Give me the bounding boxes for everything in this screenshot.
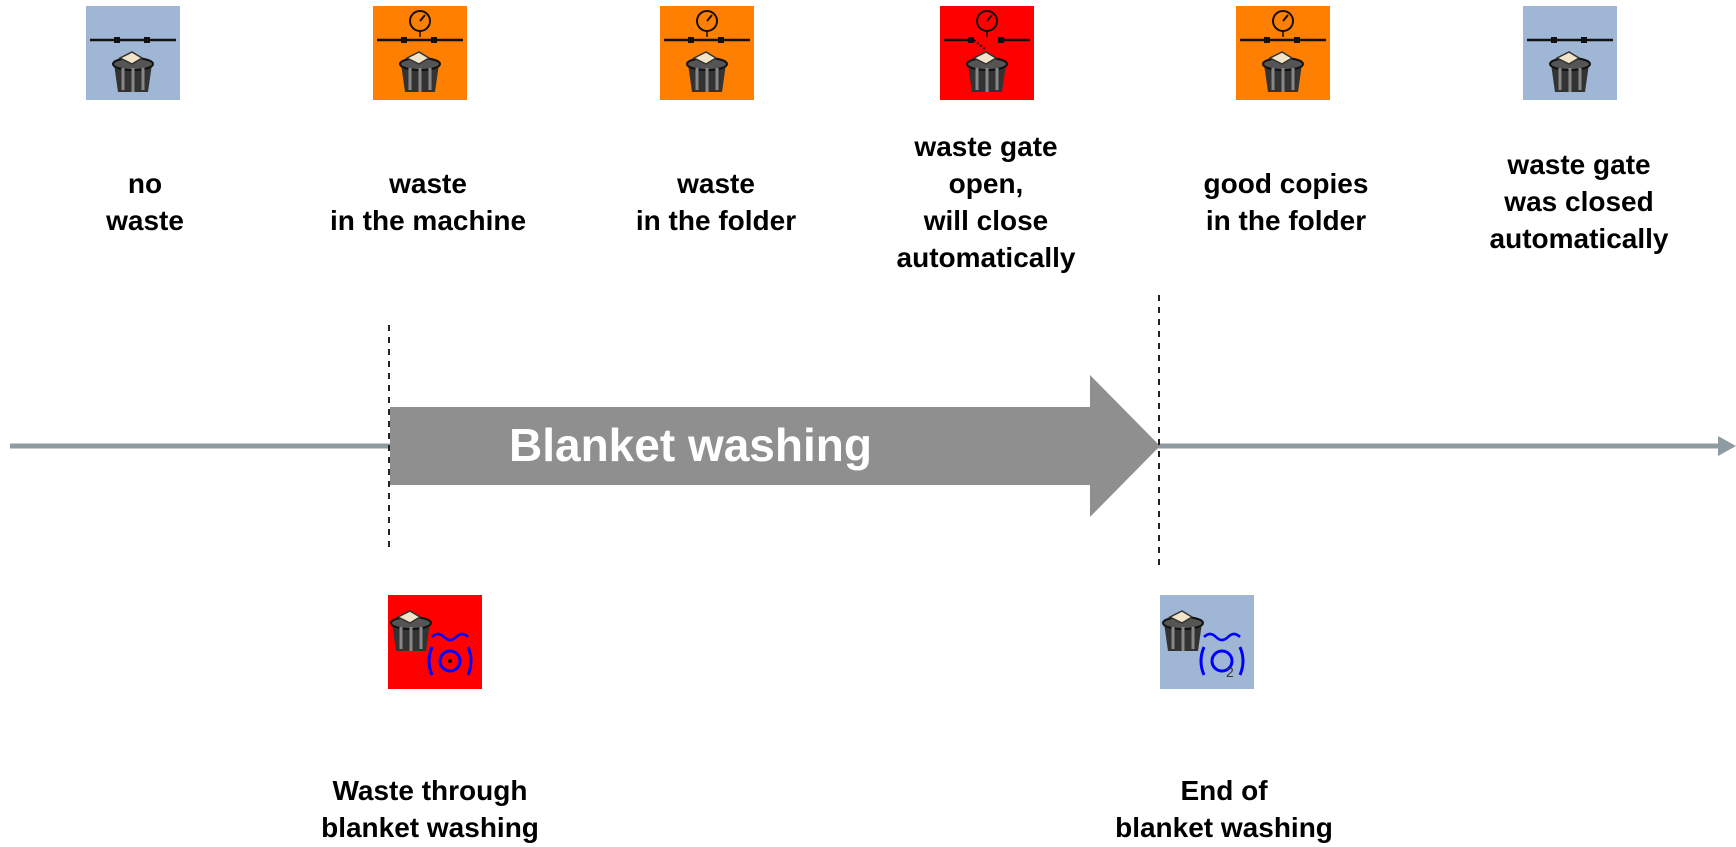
state-label-line: will close [923, 205, 1049, 236]
state-label-line: automatically [1489, 223, 1669, 254]
waste-bin-clock-icon [660, 6, 754, 100]
blanket-wash-end-icon: 2 [1160, 595, 1254, 689]
state-label-line: waste [389, 168, 467, 199]
state-label-line: in the folder [635, 205, 797, 236]
state-label-line: in the folder [1205, 205, 1367, 236]
waste-bin-clock-icon [373, 6, 467, 100]
state-label-waste-in-folder: waste in the folder [636, 165, 796, 239]
state-label-line: in the machine [329, 205, 527, 236]
svg-text:2: 2 [1226, 664, 1234, 680]
state-label-waste-gate-closed: waste gate was closed automatically [1490, 146, 1669, 257]
waste-bin-icon [1523, 6, 1617, 100]
event-label-line: blanket washing [1115, 812, 1333, 843]
waste-bin-clock-icon [1236, 6, 1330, 100]
state-label-good-copies: good copies in the folder [1204, 165, 1369, 239]
waste-bin-clock-icon [940, 6, 1034, 100]
event-label-end-of-washing: End of blanket washing [1115, 772, 1333, 846]
event-label-line: Waste through [332, 775, 528, 806]
blanket-wash-waste-icon [388, 595, 482, 689]
state-label-line: open, [948, 168, 1024, 199]
state-label-line: waste [106, 205, 184, 236]
state-label-line: was closed [1504, 186, 1654, 217]
waste-bin-icon [86, 6, 180, 100]
state-label-line: good copies [1203, 168, 1369, 199]
state-label-line: automatically [896, 242, 1076, 273]
state-label-no-waste: no waste [106, 165, 184, 239]
event-label-waste-through-washing: Waste through blanket washing [321, 772, 539, 846]
state-label-line: waste gate [1507, 149, 1651, 180]
event-label-line: End of [1180, 775, 1268, 806]
event-label-line: blanket washing [321, 812, 539, 843]
state-label-line: waste [677, 168, 755, 199]
phase-label: Blanket washing [509, 419, 872, 471]
timeline-arrowhead [1718, 436, 1736, 456]
phase-arrow [390, 375, 1160, 517]
state-label-waste-gate-open: waste gate open, will close automatically [897, 128, 1076, 276]
state-label-line: waste gate [914, 131, 1058, 162]
state-label-line: no [127, 168, 163, 199]
state-label-waste-in-machine: waste in the machine [330, 165, 526, 239]
